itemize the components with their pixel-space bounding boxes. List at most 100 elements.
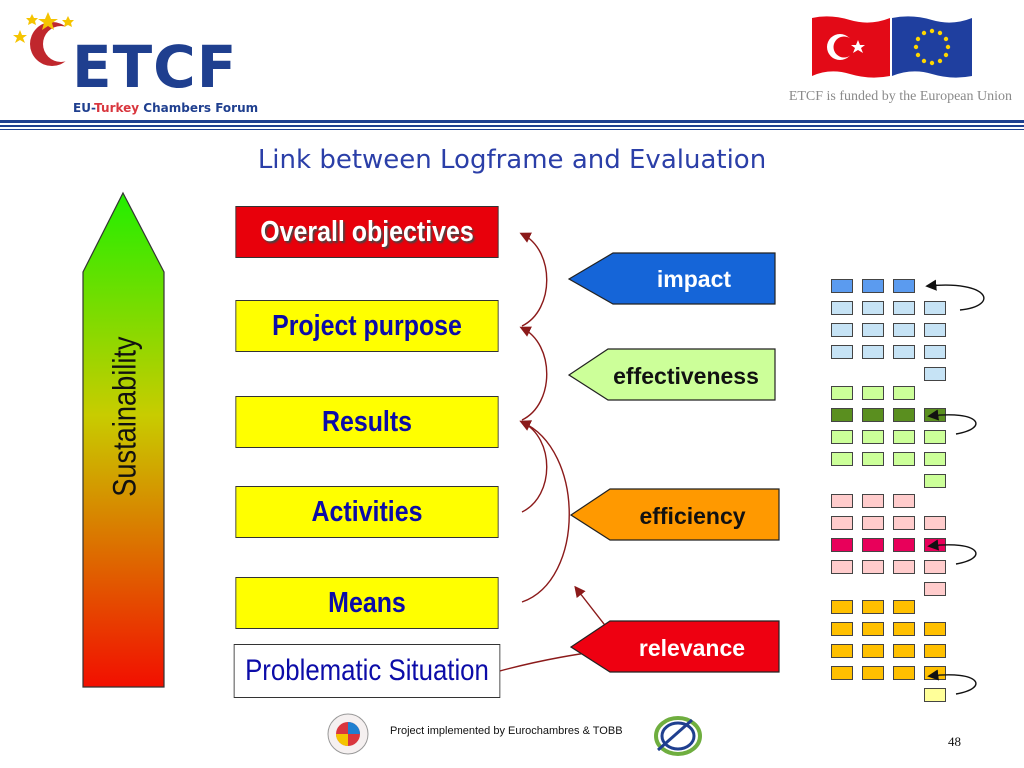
matrix-cell — [924, 560, 946, 574]
matrix-cell — [831, 408, 853, 422]
effectiveness-label: effectiveness — [613, 363, 759, 389]
matrix-cell — [831, 600, 853, 614]
matrix-cell — [862, 279, 884, 293]
matrix-cell — [893, 452, 915, 466]
efficiency-arrow — [570, 488, 780, 541]
tobb-logo-icon — [327, 713, 369, 755]
footer-implemented-by: Project implemented by Eurochambres & TO… — [390, 725, 623, 737]
matrix-cell — [924, 622, 946, 636]
grid-loop-arrows — [925, 279, 985, 695]
brand-subtitle: EU-Turkey Chambers Forum — [73, 101, 258, 115]
funded-notice: ETCF is funded by the European Union — [788, 89, 1012, 104]
connector-means-to-results — [519, 420, 570, 603]
matrix-cell — [831, 345, 853, 359]
matrix-cell — [831, 644, 853, 658]
matrix-cell — [862, 345, 884, 359]
logframe-activities: Activities — [235, 486, 499, 538]
matrix-cell — [831, 430, 853, 444]
connector-purpose-to-objectives — [519, 232, 548, 327]
loop-arrow-pink — [927, 539, 977, 565]
loop-arrow-orange — [927, 669, 977, 695]
brand-sub-prefix: EU- — [73, 101, 95, 115]
matrix-cell — [893, 560, 915, 574]
logframe-results: Results — [235, 396, 499, 448]
matrix-cell — [831, 560, 853, 574]
matrix-cell — [924, 688, 946, 702]
matrix-cell — [924, 345, 946, 359]
matrix-cell — [831, 301, 853, 315]
matrix-cell — [893, 538, 915, 552]
matrix-cell — [831, 516, 853, 530]
matrix-cell — [893, 516, 915, 530]
page-number: 48 — [948, 734, 961, 749]
matrix-cell — [924, 516, 946, 530]
matrix-cell — [893, 430, 915, 444]
matrix-cell — [862, 516, 884, 530]
etcf-logo-icon — [13, 12, 78, 66]
matrix-cell — [924, 323, 946, 337]
flags-icon — [812, 16, 972, 78]
matrix-cell — [893, 408, 915, 422]
connector-results-to-purpose — [519, 326, 548, 421]
matrix-cell — [862, 666, 884, 680]
relevance-arrow — [570, 620, 780, 673]
matrix-cell — [924, 644, 946, 658]
matrix-cell — [893, 494, 915, 508]
matrix-cell — [831, 452, 853, 466]
matrix-cell — [924, 367, 946, 381]
impact-label: impact — [656, 266, 732, 292]
matrix-cell — [893, 644, 915, 658]
loop-arrow-blue — [925, 279, 985, 311]
matrix-cell — [924, 452, 946, 466]
matrix-cell — [831, 538, 853, 552]
matrix-cell — [893, 345, 915, 359]
header-rule-mid — [0, 125, 1024, 127]
logframe-means: Means — [235, 577, 499, 629]
matrix-cell — [893, 301, 915, 315]
brand-sub-highlight: Turkey — [94, 101, 140, 115]
matrix-cell — [893, 279, 915, 293]
matrix-cell — [862, 494, 884, 508]
matrix-cell — [862, 323, 884, 337]
matrix-cell — [862, 622, 884, 636]
connector-activities-to-results — [519, 420, 548, 513]
loop-arrow-green — [927, 409, 977, 435]
matrix-cell — [862, 301, 884, 315]
matrix-cell — [862, 430, 884, 444]
matrix-cell — [862, 600, 884, 614]
sustainability-label: Sustainability — [107, 336, 144, 496]
logframe-overall-objectives: Overall objectives — [235, 206, 499, 258]
brand-sub-suffix: Chambers Forum — [139, 101, 259, 115]
matrix-cell — [831, 323, 853, 337]
effectiveness-arrow — [568, 348, 776, 401]
matrix-cell — [924, 430, 946, 444]
eu-flag-icon — [892, 16, 972, 78]
matrix-cell — [893, 666, 915, 680]
matrix-cell — [924, 582, 946, 596]
impact-arrow — [568, 252, 776, 305]
matrix-cell — [831, 386, 853, 400]
matrix-cell — [831, 279, 853, 293]
relevance-label: relevance — [638, 635, 746, 661]
matrix-cell — [831, 494, 853, 508]
matrix-cell — [862, 644, 884, 658]
matrix-cell — [862, 560, 884, 574]
matrix-cell — [893, 323, 915, 337]
logframe-project-purpose: Project purpose — [235, 300, 499, 352]
matrix-cell — [862, 408, 884, 422]
matrix-cell — [831, 622, 853, 636]
matrix-cell — [924, 301, 946, 315]
matrix-cell — [893, 600, 915, 614]
brand-logo-text: ETCF — [72, 33, 238, 101]
matrix-cell — [862, 538, 884, 552]
matrix-cell — [893, 386, 915, 400]
eurochambres-logo-icon — [654, 716, 702, 756]
matrix-cell — [924, 474, 946, 488]
logframe-problematic-situation: Problematic Situation — [233, 644, 501, 698]
efficiency-label: efficiency — [639, 503, 746, 529]
header-rule-bottom — [0, 129, 1024, 130]
header-rule-top — [0, 120, 1024, 123]
matrix-cell — [862, 452, 884, 466]
sustainability-arrow — [82, 191, 165, 688]
matrix-cell — [893, 622, 915, 636]
